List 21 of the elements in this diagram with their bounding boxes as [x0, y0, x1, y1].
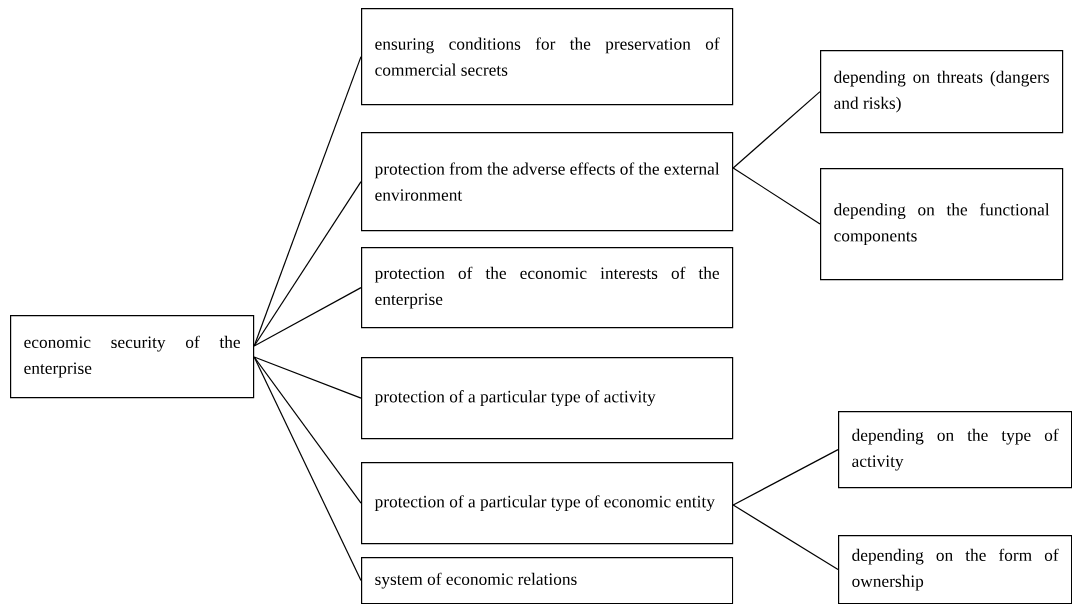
- connector-line: [732, 91, 821, 169]
- category-box: protection of the economic interests of the enterprise: [361, 247, 734, 329]
- category-box: protection of a particular type of economic entity: [361, 462, 734, 545]
- connector-line: [253, 356, 362, 504]
- connector-line: [732, 449, 839, 506]
- connector-line: [253, 356, 362, 582]
- category-box: depending on the functional components: [820, 168, 1064, 281]
- connector-line: [732, 167, 821, 225]
- category-box: system of economic relations: [361, 557, 734, 604]
- connector-line: [253, 181, 362, 347]
- connector-line: [253, 287, 362, 347]
- connector-line: [732, 504, 839, 571]
- category-box: ensuring conditions for the preservation of commercial secrets: [361, 8, 734, 106]
- category-box: protection of a particular type of activity: [361, 357, 734, 440]
- connector-line: [253, 356, 362, 399]
- root-box: economic security of the enterprise: [10, 315, 255, 399]
- connector-line: [253, 56, 362, 347]
- category-box: depending on threats (dangers and risks): [820, 50, 1064, 134]
- category-box: depending on the type of activity: [838, 411, 1072, 489]
- category-box: protection from the adverse effects of the external environment: [361, 132, 734, 232]
- category-box: depending on the form of ownership: [838, 535, 1072, 604]
